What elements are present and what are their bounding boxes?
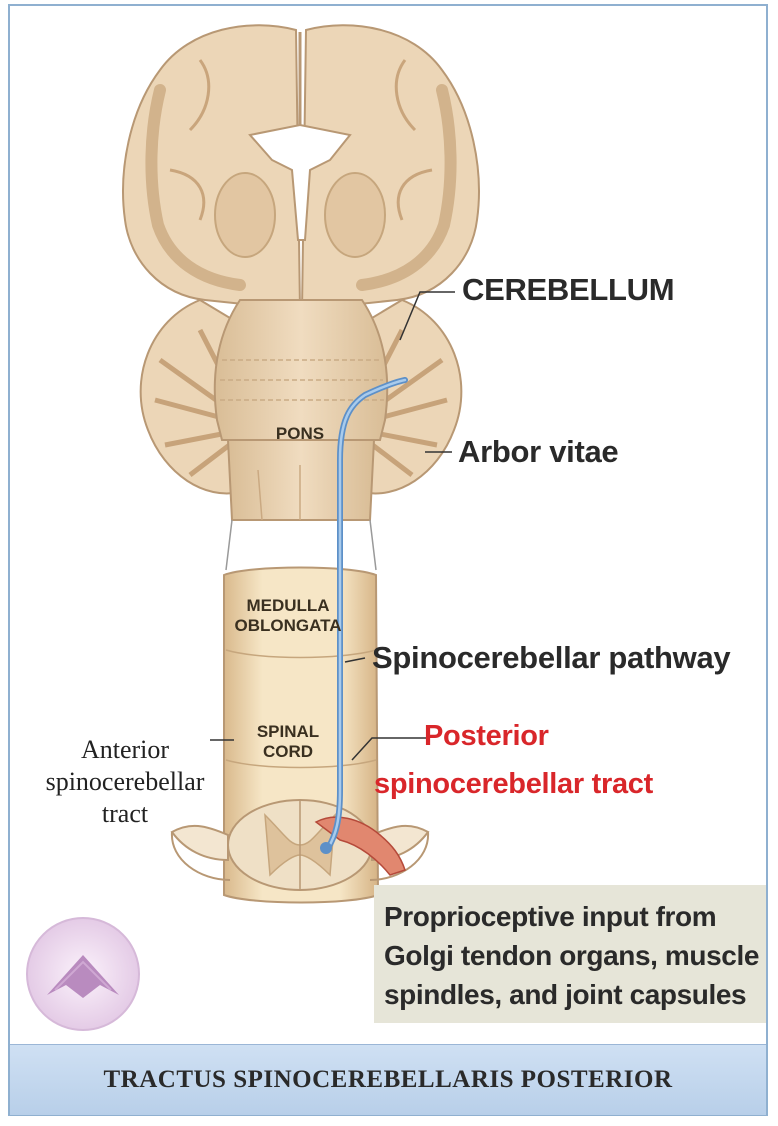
proprioceptive-line3: spindles, and joint capsules: [374, 975, 766, 1014]
proprioceptive-line2: Golgi tendon organs, muscle: [374, 936, 766, 975]
spinal-cord-label: SPINAL CORD: [238, 722, 338, 762]
posterior-tract-label-line1: Posterior: [424, 720, 549, 753]
anterior-tract-label-line3: tract: [18, 798, 232, 830]
proprioceptive-input-box: Proprioceptive input from Golgi tendon o…: [374, 885, 766, 1023]
medulla-label: MEDULLA OBLONGATA: [224, 596, 352, 636]
brainstem: [215, 300, 387, 520]
pons-label: PONS: [256, 424, 344, 444]
caption-bar: TRACTUS SPINOCEREBELLARIS POSTERIOR: [10, 1044, 766, 1115]
anterior-tract-label: Anterior spinocerebellar tract: [18, 734, 232, 830]
spinocerebellar-pathway-label: Spinocerebellar pathway: [372, 640, 730, 676]
spinal-cord-label-line1: SPINAL: [238, 722, 338, 742]
medulla-label-line2: OBLONGATA: [224, 616, 352, 636]
medulla-label-line1: MEDULLA: [224, 596, 352, 616]
proprioceptive-line1: Proprioceptive input from: [374, 885, 766, 936]
posterior-tract-label-line2: spinocerebellar tract: [374, 768, 653, 801]
spinal-cord-label-line2: CORD: [238, 742, 338, 762]
connector-lines: [226, 520, 376, 570]
anterior-tract-label-line1: Anterior: [18, 734, 232, 766]
logo-icon: [27, 918, 139, 1030]
cerebrum: [123, 25, 479, 310]
anterior-tract-label-line2: spinocerebellar: [18, 766, 232, 798]
arbor-vitae-label: Arbor vitae: [458, 434, 618, 470]
cerebellum-label: CEREBELLUM: [462, 272, 674, 308]
caption-title: TRACTUS SPINOCEREBELLARIS POSTERIOR: [103, 1066, 672, 1094]
